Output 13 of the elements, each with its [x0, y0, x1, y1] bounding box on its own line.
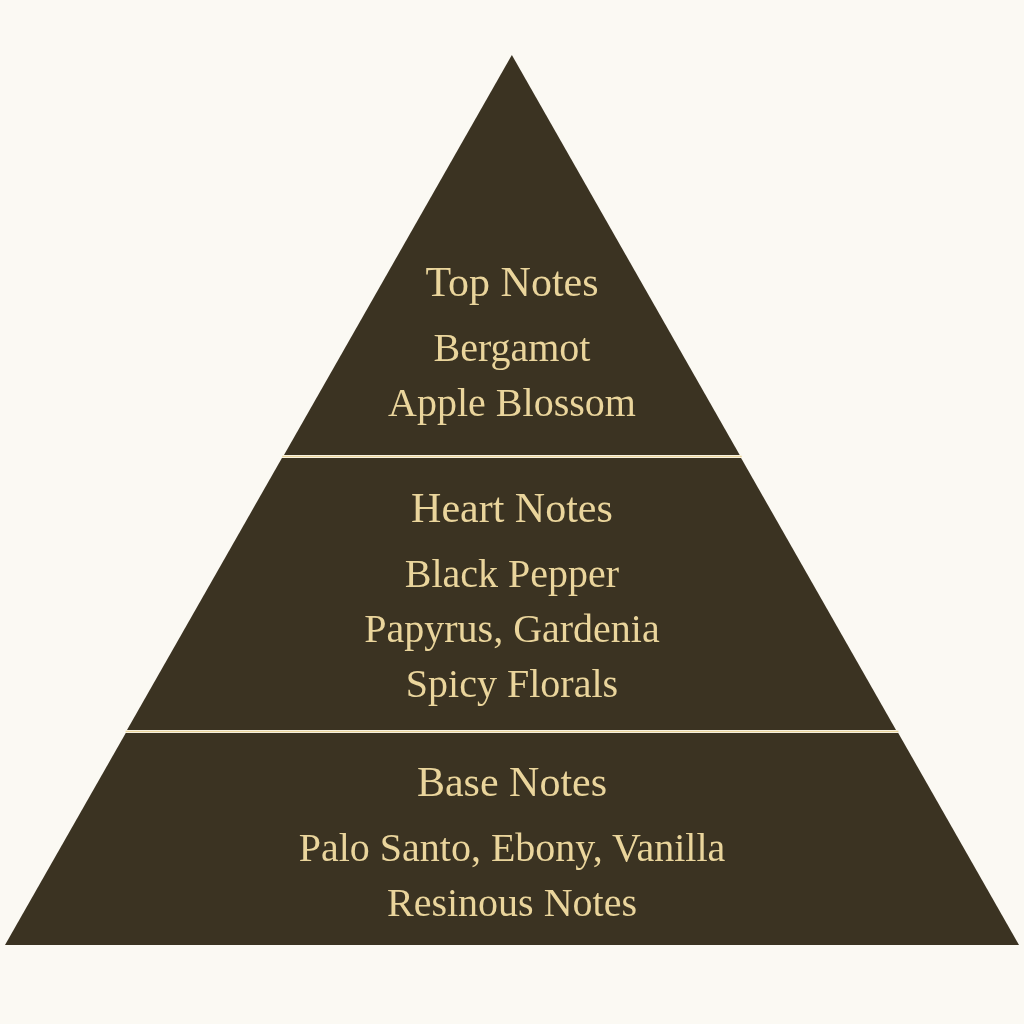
- band-heading: Heart Notes: [411, 484, 613, 533]
- note-text: Papyrus, Gardenia: [364, 605, 660, 653]
- pyramid-band: [127, 458, 897, 730]
- note-text: Spicy Florals: [405, 660, 619, 708]
- band-heading: Top Notes: [425, 258, 599, 307]
- band-heading: Base Notes: [416, 758, 608, 807]
- note-text: Palo Santo, Ebony, Vanilla: [298, 824, 726, 872]
- note-text: Bergamot: [433, 324, 591, 372]
- pyramid-band: [5, 733, 1019, 945]
- note-text: Apple Blossom: [388, 379, 636, 427]
- pyramid-top-triangle: [284, 55, 740, 455]
- note-text: Resinous Notes: [387, 879, 637, 927]
- note-text: Black Pepper: [404, 550, 620, 598]
